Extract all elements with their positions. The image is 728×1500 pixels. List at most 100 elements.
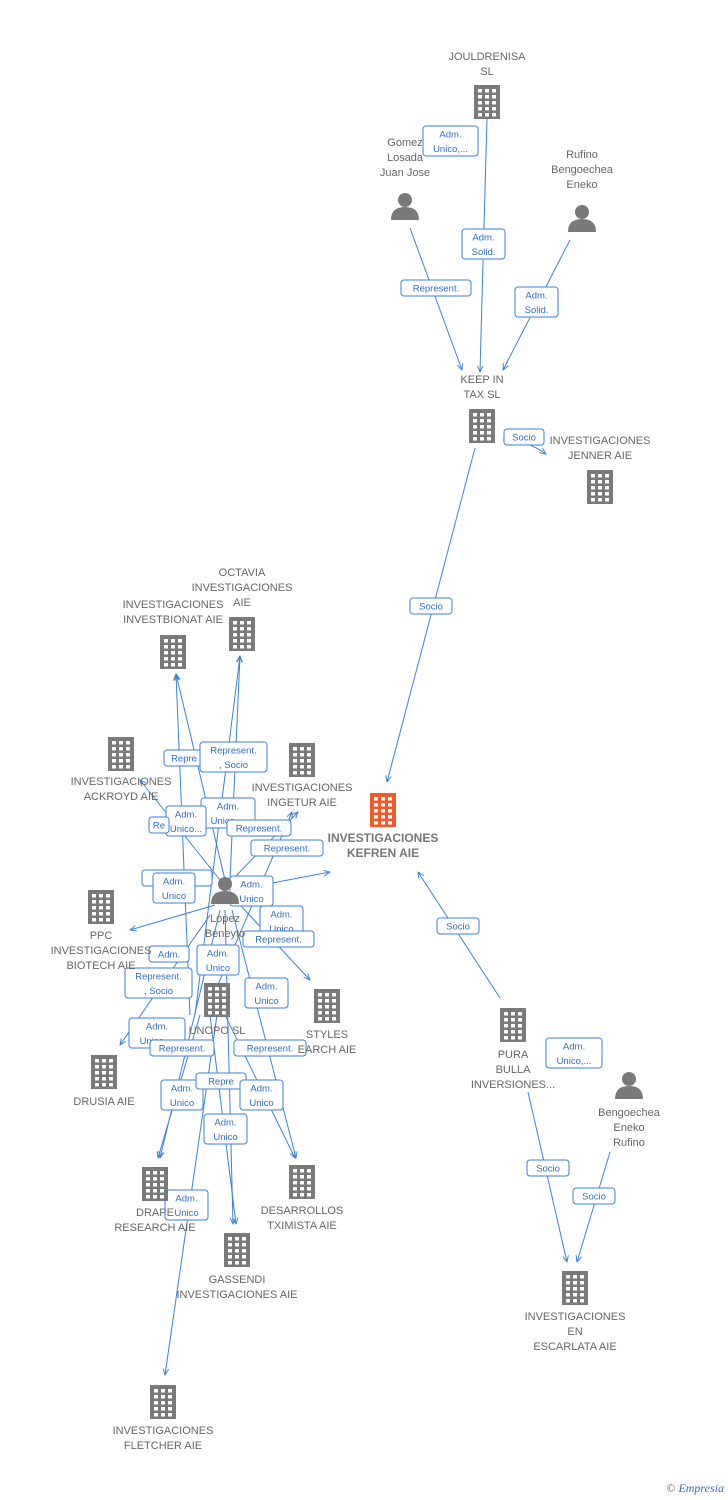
edge-label-adm-trunc[interactable]: Adm. <box>148 945 190 963</box>
node-label: Rufino <box>613 1137 645 1149</box>
edge-label-adm-unico[interactable]: Adm.Unico <box>164 1189 209 1221</box>
edge-label-represent[interactable]: Represent. <box>250 839 324 857</box>
building-window <box>153 1171 157 1175</box>
building-window <box>485 113 489 117</box>
building-icon <box>474 85 500 119</box>
edge-label-box <box>436 917 480 935</box>
building-window <box>485 89 489 93</box>
node-label: Bengoechea <box>551 164 614 176</box>
node-drusia[interactable]: DRUSIA AIE <box>73 1055 135 1108</box>
building-window <box>300 1187 304 1191</box>
edge-label-adm-unico[interactable]: Adm.Unico <box>203 1113 248 1145</box>
building-icon <box>224 1233 250 1267</box>
building-window <box>215 999 219 1003</box>
edge-label-adm-unico[interactable]: Adm.Unico <box>196 944 240 976</box>
edge-label-represent[interactable]: Represent. <box>233 1039 307 1057</box>
building-window <box>511 1012 515 1016</box>
edge-label-socio[interactable]: Socio <box>503 428 545 446</box>
edge-label-represent-socio[interactable]: Represent., Socio <box>124 967 193 999</box>
building-window <box>240 621 244 625</box>
edge-label-represent[interactable]: Represent. <box>226 819 292 837</box>
edge-label-socio[interactable]: Socio <box>572 1187 616 1205</box>
building-window <box>112 759 116 763</box>
building-window <box>381 809 385 813</box>
building-window <box>598 486 602 490</box>
edge-label-box <box>226 819 292 837</box>
building-window <box>99 900 103 904</box>
edge-label-text: Represent. <box>236 824 282 835</box>
node-unopo[interactable]: UNOPO SL <box>189 983 246 1037</box>
node-label: INGETUR AIE <box>267 797 337 809</box>
person-head <box>622 1072 636 1086</box>
node-label: JOULDRENISA <box>448 51 526 63</box>
person-icon <box>568 205 596 232</box>
node-label: GASSENDI <box>209 1274 266 1286</box>
node-pura-bulla[interactable]: PURABULLAINVERSIONES... <box>471 1008 555 1091</box>
building-window <box>228 1261 232 1265</box>
node-label: PURA <box>498 1049 529 1061</box>
edge-label-represent-trunc[interactable]: Repre <box>163 749 205 767</box>
edge-label-adm-unico[interactable]: Adm.Unico <box>244 977 289 1009</box>
edge-label-represent[interactable]: Represent. <box>149 1039 215 1057</box>
edge-label-text: Adm. <box>250 1084 272 1095</box>
building-window <box>591 492 595 496</box>
edge-label-represent[interactable]: Represent. <box>242 930 315 948</box>
building-window <box>102 1077 106 1081</box>
edge-label-represent-socio[interactable]: Represent., Socio <box>199 741 268 773</box>
node-label: Eneko <box>613 1122 644 1134</box>
edge-label-adm-unico-part[interactable]: Adm.Unico... <box>165 805 207 837</box>
building-window <box>222 1011 226 1015</box>
node-label: TAX SL <box>463 389 500 401</box>
building-window <box>473 419 477 423</box>
empresia-credit[interactable]: ©Empresia <box>666 1481 724 1496</box>
building-window <box>473 431 477 435</box>
edge-label-socio[interactable]: Socio <box>409 597 453 615</box>
building-window <box>164 645 168 649</box>
edge-label-adm-unico[interactable]: Adm.Unico <box>160 1079 204 1111</box>
edge-label-represent-trunc[interactable]: Repre <box>195 1072 247 1090</box>
edge-label-adm-unico-ellipsis[interactable]: Adm.Unico,... <box>422 125 479 157</box>
edge-label-socio[interactable]: Socio <box>436 917 480 935</box>
edge-label-adm-unico[interactable]: Adm.Unico <box>229 875 274 907</box>
edge-label-adm-unico[interactable]: Adm.Unico <box>259 905 304 937</box>
person-icon <box>211 877 239 904</box>
edge-label-adm-solid[interactable]: Adm.Solid. <box>514 286 559 318</box>
edge-label-represent-trunc2[interactable]: Re <box>148 816 170 834</box>
person-head <box>575 205 589 219</box>
edge-label-adm-unico-ellipsis[interactable]: Adm.Unico,... <box>545 1037 603 1069</box>
edge-label-adm-unico[interactable]: Adm.Unico <box>239 1079 284 1111</box>
building-window <box>171 645 175 649</box>
building-window <box>106 918 110 922</box>
building-icon <box>88 890 114 924</box>
edge-label-adm-unico[interactable]: Adm.Unico <box>152 872 196 904</box>
node-label: INVESTIGACIONES <box>113 1425 214 1437</box>
edge-label-adm-solid[interactable]: Adm.Solid. <box>461 228 506 260</box>
edge-label-represent[interactable]: Represent. <box>400 279 472 297</box>
building-window <box>146 1177 150 1181</box>
node-label: INVESTIGACIONES <box>192 582 293 594</box>
building-window <box>233 639 237 643</box>
node-label: UNOPO SL <box>189 1025 246 1037</box>
building-window <box>222 1005 226 1009</box>
building-window <box>235 1261 239 1265</box>
edge-label-socio[interactable]: Socio <box>526 1159 570 1177</box>
